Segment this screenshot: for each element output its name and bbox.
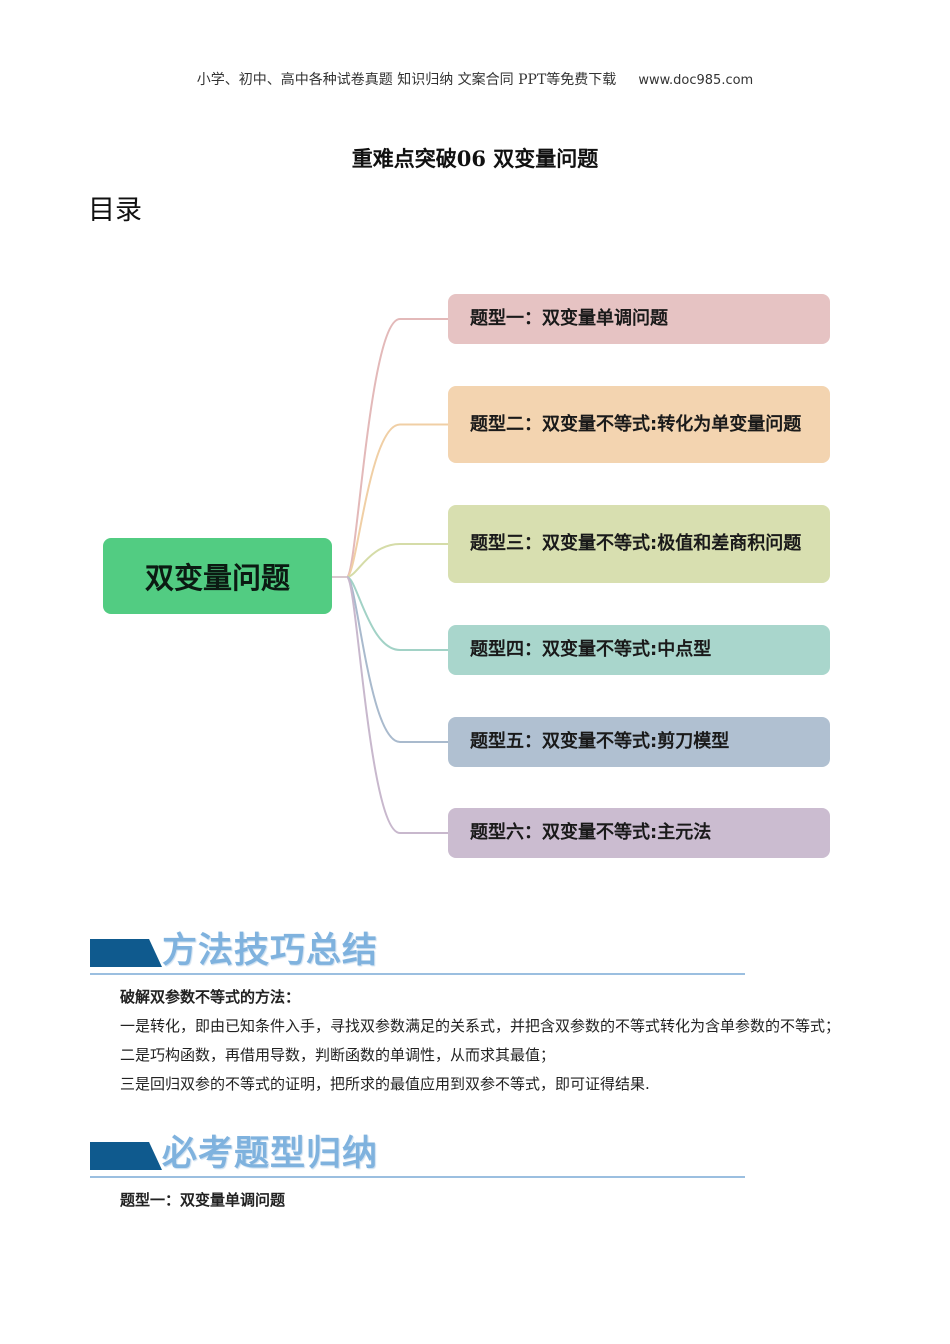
mindmap-branch-2: 题型二：双变量不等式:转化为单变量问题 <box>448 386 830 463</box>
mindmap-center-node: 双变量问题 <box>103 538 332 614</box>
toc-heading: 目录 <box>88 195 142 226</box>
section-rule <box>90 973 745 975</box>
mindmap-branch-4: 题型四：双变量不等式:中点型 <box>448 625 830 675</box>
connector-2 <box>346 423 448 578</box>
section-rule <box>90 1176 745 1178</box>
mindmap-branch-1: 题型一：双变量单调问题 <box>448 294 830 344</box>
section-types-heading: 必考题型归纳 <box>90 1128 745 1178</box>
branch-label: 题型二：双变量不等式:转化为单变量问题 <box>470 413 802 435</box>
methods-line-2: 二是巧构函数，再借用导数，判断函数的单调性，从而求其最值； <box>120 1046 556 1064</box>
header-text: 小学、初中、高中各种试卷真题 知识归纳 文案合同 PPT等免费下载 <box>196 72 617 88</box>
document-title: 重难点突破06 双变量问题 <box>351 146 599 171</box>
methods-line-1: 一是转化，即由已知条件入手，寻找双参数满足的关系式，并把含双参数的不等式转化为含… <box>120 1017 841 1035</box>
section-methods-heading: 方法技巧总结 <box>90 925 745 975</box>
methods-line-3: 三是回归双参的不等式的证明，把所求的最值应用到双参不等式，即可证得结果. <box>120 1075 650 1093</box>
section-heading-text: 必考题型归纳 <box>162 1133 379 1174</box>
section-bar-decoration <box>90 1142 162 1170</box>
mindmap-branch-5: 题型五：双变量不等式:剪刀模型 <box>448 717 830 767</box>
mindmap-branch-3: 题型三：双变量不等式:极值和差商积问题 <box>448 505 830 583</box>
methods-body: 破解双参数不等式的方法： 一是转化，即由已知条件入手，寻找双参数满足的关系式，并… <box>88 983 868 1099</box>
branch-label: 题型六：双变量不等式:主元法 <box>470 822 712 843</box>
branch-label: 题型四：双变量不等式:中点型 <box>470 639 712 660</box>
connector-6 <box>346 576 448 834</box>
branch-label: 题型三：双变量不等式:极值和差商积问题 <box>470 533 802 554</box>
section-heading-text: 方法技巧总结 <box>162 930 379 971</box>
branch-label: 题型一：双变量单调问题 <box>470 308 668 329</box>
header-url[interactable]: www.doc985.com <box>638 73 754 88</box>
connector-3 <box>346 543 448 578</box>
connector-4 <box>346 576 448 651</box>
page-header: 小学、初中、高中各种试卷真题 知识归纳 文案合同 PPT等免费下载 www.doc… <box>0 69 950 89</box>
mindmap-branch-6: 题型六：双变量不等式:主元法 <box>448 808 830 858</box>
branch-label: 题型五：双变量不等式:剪刀模型 <box>470 731 730 752</box>
connector-1 <box>346 318 448 578</box>
type-one-subtitle: 题型一：双变量单调问题 <box>120 1191 286 1209</box>
methods-subtitle: 破解双参数不等式的方法： <box>120 988 301 1006</box>
connector-5 <box>346 576 448 743</box>
section-bar-decoration <box>90 939 162 967</box>
